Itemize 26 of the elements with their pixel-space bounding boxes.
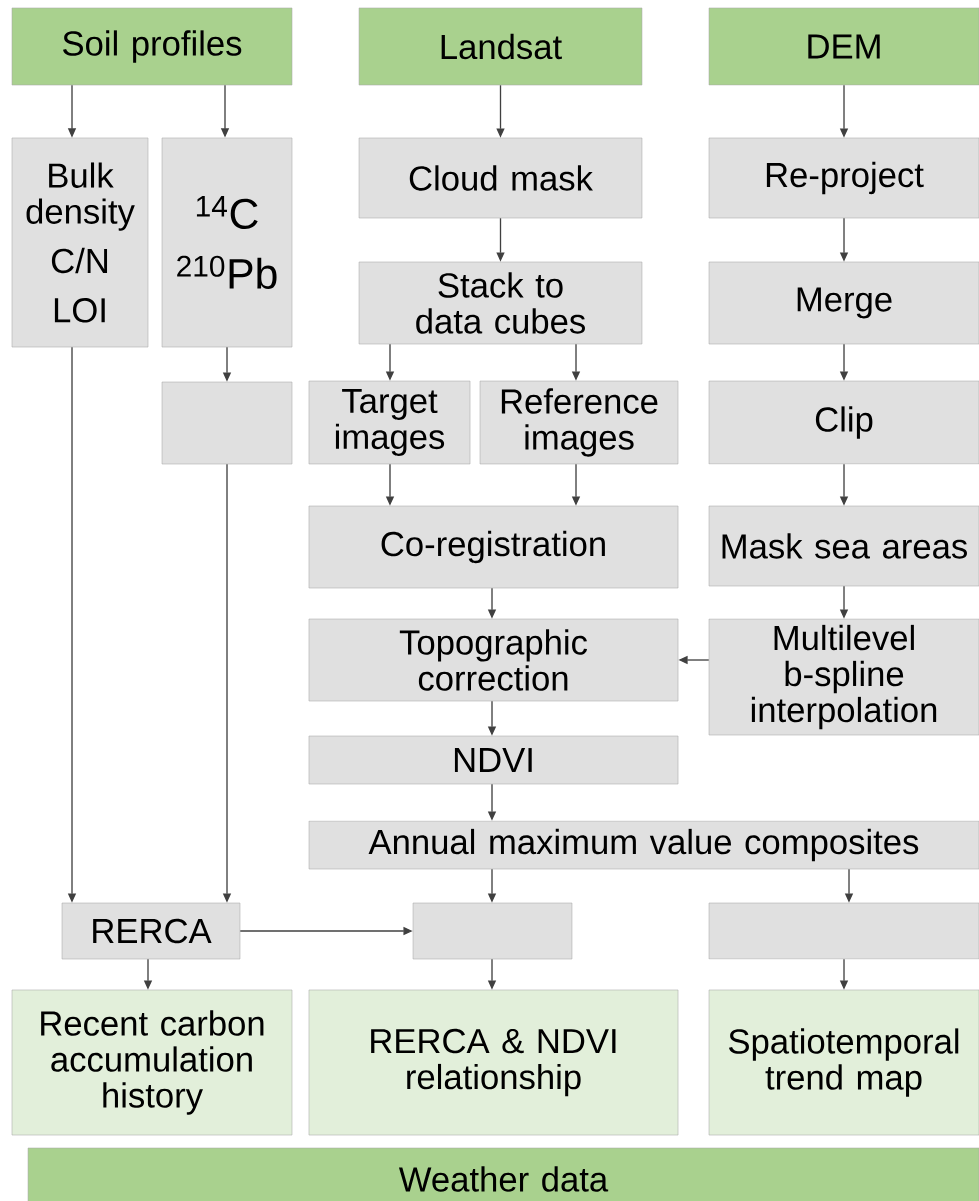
source-box: Weather data xyxy=(27,1147,979,1201)
process-box: Reference images xyxy=(479,380,679,465)
process-box: Mask sea areas xyxy=(708,505,979,587)
source-box: Soil profiles xyxy=(11,7,293,86)
process-box: Cloud mask xyxy=(358,137,643,219)
process-box: Annual maximum value composites xyxy=(308,820,979,870)
process-box: Re-project xyxy=(708,137,979,219)
result-box: Spatiotemporal trend map xyxy=(708,989,979,1136)
process-box xyxy=(708,902,979,960)
result-box: RERCA & NDVI relationship xyxy=(308,989,679,1136)
source-box: DEM xyxy=(708,7,979,86)
process-box: NDVI xyxy=(308,735,679,785)
process-box: RERCA xyxy=(61,902,241,960)
result-box: Recent carbon accumulation history xyxy=(11,989,293,1136)
process-box xyxy=(412,902,573,960)
process-box: $^{14}$C $^{210}$Pb xyxy=(161,137,293,348)
process-box: Multilevel b-spline interpolation xyxy=(708,618,979,736)
process-box: Merge xyxy=(708,261,979,345)
process-box: Clip xyxy=(708,380,979,465)
process-box: Bulk density C/N LOI xyxy=(11,137,149,348)
process-box: Target images xyxy=(308,380,471,465)
process-box xyxy=(161,381,293,465)
process-box: Stack to data cubes xyxy=(358,261,643,345)
process-box: Co-registration xyxy=(308,505,679,589)
process-box: Topographic correction xyxy=(308,618,679,702)
source-box: Landsat xyxy=(358,7,643,86)
